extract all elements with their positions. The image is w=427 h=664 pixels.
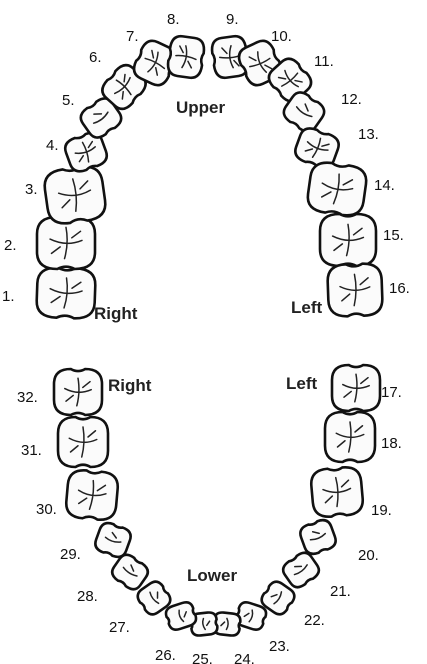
tooth-crown <box>280 549 322 590</box>
tooth <box>325 412 375 462</box>
tooth-number: 13. <box>358 126 379 143</box>
tooth-number: 1. <box>2 288 15 305</box>
tooth-number: 10. <box>271 28 292 45</box>
tooth <box>298 517 338 556</box>
tooth-number: 29. <box>60 546 81 563</box>
tooth-number: 28. <box>77 588 98 605</box>
tooth-number: 12. <box>341 91 362 108</box>
tooth <box>280 549 322 590</box>
tooth-number: 14. <box>374 177 395 194</box>
tooth <box>65 469 119 521</box>
tooth-number: 6. <box>89 49 102 66</box>
tooth-number: 31. <box>21 442 42 459</box>
tooth-number: 17. <box>381 384 402 401</box>
teeth-layer <box>36 35 383 636</box>
tooth-number: 16. <box>389 280 410 297</box>
tooth <box>58 417 108 467</box>
tooth <box>166 35 205 79</box>
tooth-number: 11. <box>314 53 334 70</box>
lower-arch-label: Lower <box>187 566 237 585</box>
tooth-number: 20. <box>358 547 379 564</box>
upper-left-label: Left <box>291 298 323 317</box>
tooth <box>43 164 108 226</box>
tooth-number: 8. <box>167 11 180 28</box>
tooth <box>54 369 102 415</box>
tooth <box>36 267 96 319</box>
tooth-number: 18. <box>381 435 402 452</box>
tooth <box>37 217 95 269</box>
tooth-number: 21. <box>330 583 351 600</box>
tooth-number: 3. <box>25 181 38 198</box>
tooth <box>306 160 368 217</box>
tooth-number: 26. <box>155 647 176 664</box>
upper-arch-label: Upper <box>176 98 226 117</box>
tooth-number: 24. <box>234 651 255 664</box>
tooth-number: 30. <box>36 501 57 518</box>
tooth-number: 22. <box>304 612 325 629</box>
tooth-number: 32. <box>17 389 38 406</box>
tooth-crown <box>298 517 338 556</box>
tooth <box>320 214 376 266</box>
lower-right-label: Right <box>108 376 152 395</box>
tooth-number: 25. <box>192 651 213 664</box>
tooth-number: 27. <box>109 619 130 636</box>
tooth <box>332 365 380 411</box>
lower-left-label: Left <box>286 374 318 393</box>
tooth-number: 5. <box>62 92 75 109</box>
tooth <box>310 466 364 518</box>
tooth-number: 9. <box>226 11 239 28</box>
tooth-number: 4. <box>46 137 59 154</box>
tooth <box>327 263 383 317</box>
tooth-number: 2. <box>4 237 17 254</box>
upper-right-label: Right <box>94 304 138 323</box>
tooth-number: 19. <box>371 502 392 519</box>
tooth-number: 7. <box>126 28 139 45</box>
tooth-number: 23. <box>269 638 290 655</box>
tooth-number: 15. <box>383 227 404 244</box>
